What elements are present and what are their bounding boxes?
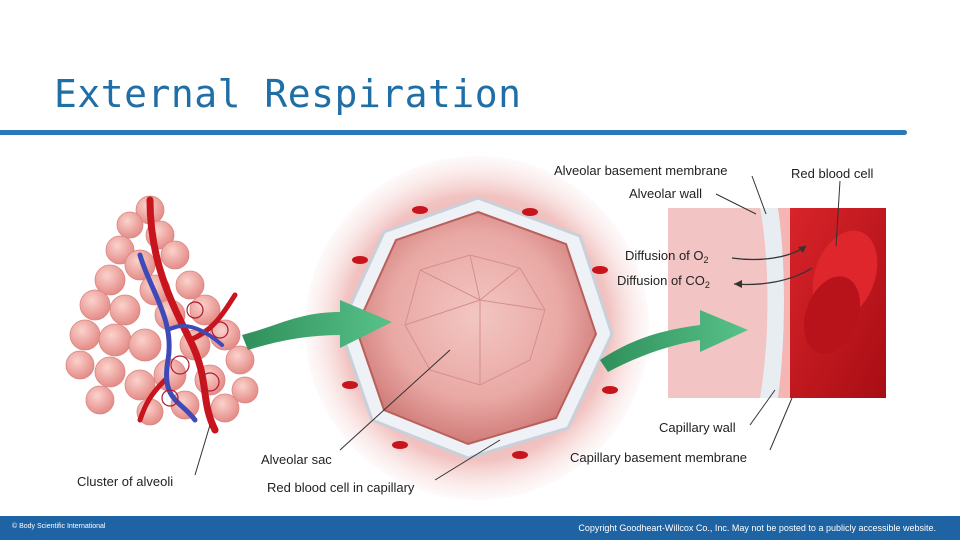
respiration-diagram: Cluster of alveoli Alveolar sac Red bloo… [0,150,960,510]
slide-title: External Respiration [54,72,522,116]
label-capillary-basement-membrane: Capillary basement membrane [570,450,748,465]
arrow-cluster-to-sac [242,300,392,350]
footer-credit: © Body Scientific International [12,523,106,530]
label-alveolar-wall: Alveolar wall [629,186,702,201]
footer-bar: © Body Scientific International Copyrigh… [0,516,960,540]
diffusion-o2-subscript: 2 [703,255,709,265]
label-alveolar-basement-membrane: Alveolar basement membrane [554,163,728,178]
diagram-illustration [65,156,886,500]
label-red-blood-cell: Red blood cell [791,166,874,181]
label-cluster-of-alveoli: Cluster of alveoli [77,474,174,489]
label-diffusion-co2: Diffusion of CO2 [617,273,710,290]
diffusion-detail-illustration [668,208,886,398]
label-capillary-wall: Capillary wall [659,420,736,435]
label-diffusion-o2: Diffusion of O2 [625,248,709,265]
diffusion-o2-text: Diffusion of O [625,248,704,263]
arrow-sac-to-detail [600,310,748,372]
alveoli-cluster-illustration [65,195,259,434]
diffusion-co2-subscript: 2 [704,280,710,290]
title-divider [0,130,907,135]
diffusion-co2-text: Diffusion of CO [617,273,705,288]
label-rbc-in-capillary: Red blood cell in capillary [267,480,415,495]
alveolar-sac-illustration [305,156,649,500]
label-alveolar-sac: Alveolar sac [261,452,332,467]
footer-copyright: Copyright Goodheart-Willcox Co., Inc. Ma… [578,523,936,533]
